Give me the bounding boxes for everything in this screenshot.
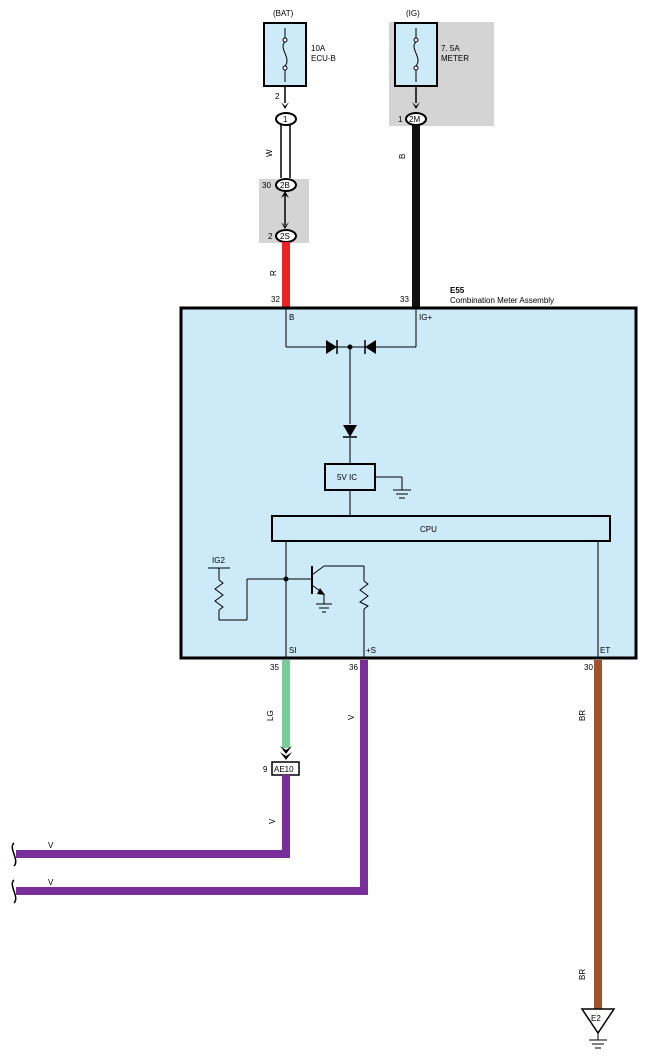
diode-left-icon (326, 340, 338, 354)
wire-b-label: B (398, 154, 407, 159)
component-id: E55 (450, 286, 465, 295)
diode-network (285, 308, 417, 464)
cpu-label: CPU (420, 525, 437, 534)
connector-1 (275, 112, 297, 126)
pin-b-number: 32 (271, 295, 280, 304)
pin-ig-name: IG+ (419, 313, 432, 322)
wire-br-upper-label: BR (578, 710, 587, 721)
pin-et-name: ET (600, 646, 610, 655)
bat-fuse-name: ECU-B (311, 54, 336, 63)
pin-b-name: B (289, 313, 294, 322)
si-junction-dot (283, 576, 289, 582)
wire-w-label: W (265, 149, 274, 157)
connector-1-label: 1 (283, 115, 288, 124)
connector-2m-pin: 1 (398, 115, 403, 124)
connector-ae10-pin: 9 (263, 765, 268, 774)
bat-fuse-rating: 10A (311, 44, 326, 53)
connector-2b (275, 178, 297, 192)
junction-dot (347, 344, 353, 350)
wire-break-1-icon (11, 842, 17, 867)
e2-ground-icon (589, 1033, 607, 1049)
e2-ground-triangle (580, 1008, 616, 1035)
wire-r-label: R (269, 270, 278, 276)
pin-et-number: 30 (584, 663, 593, 672)
connector-2b-label: 2B (280, 181, 290, 190)
bat-fuse-pin: 2 (275, 92, 280, 101)
ig-fuse-icon (413, 28, 419, 82)
combination-meter-box (179, 306, 638, 660)
wire-v-s (16, 660, 368, 895)
5v-ic-block (324, 463, 376, 491)
wire-break-2-icon (11, 879, 17, 904)
connector-2b-pin: 30 (262, 181, 271, 190)
diode-down-icon (343, 425, 357, 438)
ae10-arrow-1 (280, 746, 292, 754)
connector-2m-label: 2M (409, 115, 420, 124)
connector-2s-label: 2S (280, 232, 290, 241)
wire-v-si-label: V (268, 818, 277, 824)
wire-v-h2-label: V (48, 878, 54, 887)
bat-connector-arrow-1 (281, 102, 289, 109)
ig-source-label: (IG) (406, 9, 420, 18)
connector-ae10-label: AE10 (274, 765, 294, 774)
pin-si-number: 35 (270, 663, 279, 672)
pin-si-name: SI (289, 646, 297, 655)
transistor-emitter-arrow (317, 588, 325, 595)
pin-s-name: +S (366, 646, 376, 655)
junction-arrow-down (281, 222, 289, 229)
e2-ground-label: E2 (591, 1014, 601, 1023)
ig-fuse-name: METER (441, 54, 469, 63)
wire-v-si (16, 775, 290, 858)
ic-ground-icon (375, 476, 411, 499)
connector-2s-pin: 2 (268, 232, 273, 241)
bat-fuse-icon (282, 28, 288, 82)
ig2-label: IG2 (212, 556, 225, 565)
ig-fuse-rating: 7. 5A (441, 44, 460, 53)
wire-lg-label: LG (266, 710, 275, 721)
pin-s-number: 36 (349, 663, 358, 672)
wire-v-h1-label: V (48, 841, 54, 850)
component-name: Combination Meter Assembly (450, 296, 554, 305)
bat-source-label: (BAT) (273, 9, 294, 18)
cpu-block (271, 515, 611, 542)
5v-ic-label: 5V IC (337, 473, 357, 482)
junction-arrow-up (281, 191, 289, 198)
ig-connector-arrow (412, 102, 420, 109)
wire-v-s-label: V (347, 714, 356, 720)
ae10-arrow-2 (280, 752, 292, 760)
diode-right-icon (364, 340, 376, 354)
wire-br-lower-label: BR (578, 969, 587, 980)
pin-ig-number: 33 (400, 295, 409, 304)
si-circuit (208, 541, 599, 658)
